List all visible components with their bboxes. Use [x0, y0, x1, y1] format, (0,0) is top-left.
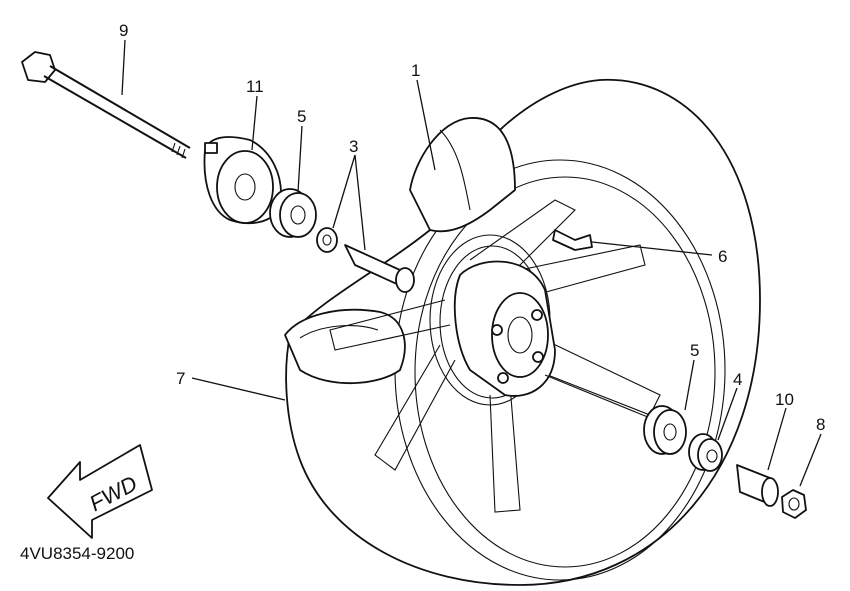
- callout-4: 4: [733, 370, 742, 389]
- forward-direction-arrow: FWD: [47, 444, 153, 539]
- callout-9: 9: [119, 21, 128, 40]
- leader-lines: [121, 39, 822, 487]
- collar-left: [344, 244, 415, 293]
- callout-8: 8: [816, 415, 825, 434]
- front-axle: [21, 51, 191, 159]
- bearing-left: [269, 188, 317, 238]
- oil-seal: [316, 227, 338, 253]
- meter-gear-unit: [203, 136, 282, 224]
- diagram-code: 4VU8354-9200: [20, 544, 134, 563]
- axle-nut: [781, 489, 807, 519]
- bearing-right: [643, 405, 687, 455]
- callout-1: 1: [411, 61, 420, 80]
- callout-10: 10: [775, 390, 794, 409]
- callout-5-left: 5: [297, 107, 306, 126]
- callout-3: 3: [349, 137, 358, 156]
- callout-5-right: 5: [690, 341, 699, 360]
- callout-11: 11: [246, 77, 264, 96]
- callout-7: 7: [176, 369, 185, 388]
- collar-right: [736, 464, 779, 507]
- tire-and-rim: [284, 79, 761, 586]
- oil-seal-right: [688, 433, 723, 472]
- callout-6: 6: [718, 247, 727, 266]
